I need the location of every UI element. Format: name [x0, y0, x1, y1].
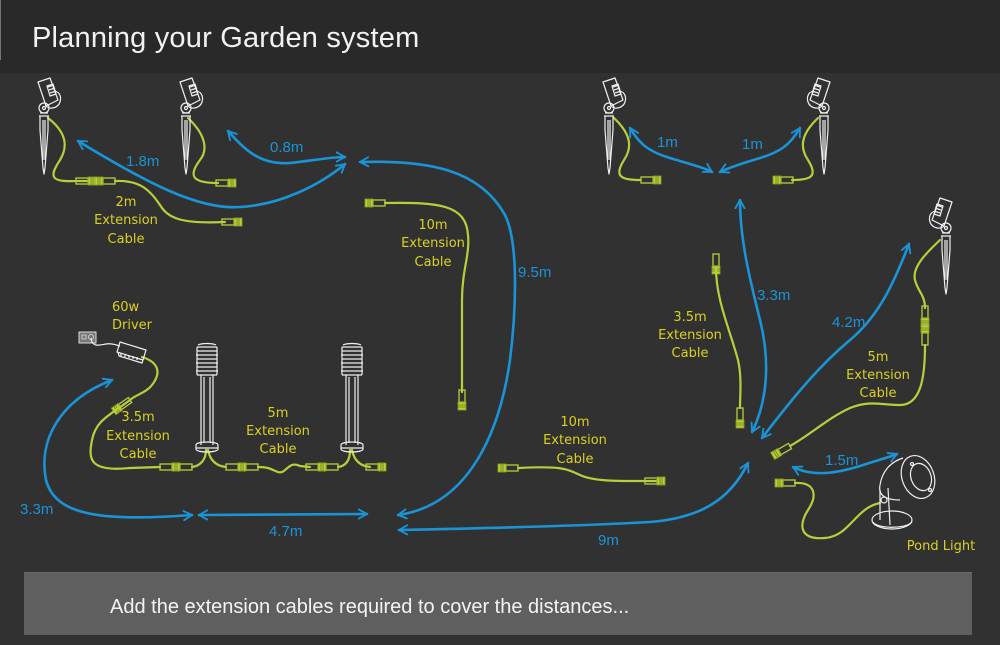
distance-label: 4.2m — [832, 314, 865, 331]
distance-arrow-1.5m — [791, 452, 899, 476]
cable-label-3.5m-left: 3.5m Extension Cable — [106, 410, 170, 462]
page-title: Planning your Garden system — [32, 22, 420, 54]
cable-5m-extension-right — [788, 343, 927, 448]
connector-icon — [497, 463, 519, 473]
cables-layer — [46, 116, 942, 540]
driver-transformer-icon — [116, 341, 147, 364]
connector-icon — [364, 198, 386, 208]
cable-10m-extension-a — [383, 201, 470, 394]
cable-length: 5m — [868, 350, 889, 365]
connector-icon — [640, 175, 662, 185]
cable-label-2m: 2m Extension Cable — [94, 195, 158, 247]
cable-type: Extension — [94, 213, 158, 228]
distance-label: 4.7m — [269, 523, 302, 540]
distance-arrows-layer — [43, 126, 912, 536]
cable-length: 3.5m — [673, 310, 706, 325]
distance-arrow-3.3m-left — [43, 377, 194, 522]
header-edge — [0, 0, 1, 60]
bollard-light-icon — [340, 342, 364, 453]
fixtures-layer — [37, 77, 953, 530]
instruction-banner: Add the extension cables required to cov… — [24, 572, 972, 635]
connector-icon — [774, 478, 796, 488]
cable-length: 2m — [116, 195, 137, 210]
cable-type: Extension — [246, 424, 310, 439]
distance-label: 9.5m — [518, 264, 551, 281]
connector-icon — [171, 462, 193, 472]
cable-type: Cable — [860, 386, 897, 401]
cable-label-5m-right: 5m Extension Cable — [846, 350, 910, 401]
cable-10m-extension-b — [516, 466, 661, 483]
distance-labels: 1.8m 0.8m 9.5m 1m 1m 3.3m 4.2m 1.5m 3.3m… — [20, 134, 865, 549]
cable-length: 10m — [418, 218, 447, 233]
distance-arrow-1.8m — [76, 139, 347, 209]
distance-arrow-9.5m — [358, 156, 517, 520]
distance-arrow-1m-left — [628, 126, 714, 174]
instruction-text: Add the extension cables required to cov… — [110, 596, 630, 618]
cable-length: 10m — [560, 415, 589, 430]
distance-arrow-0.8m — [226, 129, 347, 165]
distance-label: 1.5m — [825, 452, 858, 469]
cable-type: Extension — [543, 433, 607, 448]
connector-icon — [772, 175, 794, 185]
driver-name: Driver — [112, 318, 153, 333]
cable-type: Cable — [108, 232, 145, 247]
cable-type: Cable — [260, 442, 297, 457]
cable-5m-extension-bollards — [256, 463, 312, 474]
cable-type: Extension — [658, 328, 722, 343]
cable-length: 5m — [268, 406, 289, 421]
cable-spike-right — [913, 238, 942, 310]
cable-type: Cable — [557, 452, 594, 467]
cable-bollard1-out — [206, 448, 228, 469]
distance-label: 3.3m — [20, 501, 53, 518]
driver-wattage: 60w — [112, 300, 140, 315]
cable-spike2 — [186, 116, 220, 185]
distance-label: 1.8m — [126, 153, 159, 170]
cable-type: Cable — [120, 447, 157, 462]
bollard-light-icon — [195, 342, 219, 453]
distance-label: 1m — [657, 134, 678, 151]
cable-bollard2-in — [336, 448, 352, 469]
cable-pond-light — [793, 481, 882, 540]
cable-2m-extension — [113, 179, 227, 224]
cable-spike1 — [46, 116, 94, 183]
cable-type: Cable — [672, 346, 709, 361]
distance-label: 1m — [742, 136, 763, 153]
cable-label-10m-bottom: 10m Extension Cable — [543, 415, 607, 467]
cable-type: Extension — [401, 236, 465, 251]
cable-label-3.5m-right: 3.5m Extension Cable — [658, 310, 722, 361]
distance-arrow-4.2m — [760, 242, 912, 440]
connector-icon — [237, 462, 259, 472]
distance-arrow-4.7m — [197, 508, 369, 521]
distance-label: 3.3m — [757, 287, 790, 304]
pond-light-label: Pond Light — [907, 539, 975, 554]
cable-type: Extension — [106, 429, 170, 444]
cable-type: Cable — [415, 255, 452, 270]
cable-labels: 2m Extension Cable 10m Extension Cable 3… — [94, 195, 975, 554]
distance-arrow-1m-right — [718, 126, 802, 174]
cable-length: 3.5m — [121, 410, 154, 425]
cable-label-5m-bollards: 5m Extension Cable — [246, 406, 310, 457]
cable-spike-tr2 — [790, 116, 820, 182]
distance-arrow-3.3m-right — [734, 198, 768, 434]
cable-bollard1-in — [190, 448, 208, 469]
connector-icon — [735, 407, 745, 429]
cable-label-10m-top: 10m Extension Cable — [401, 218, 465, 270]
cable-driver — [128, 355, 159, 402]
distance-label: 9m — [598, 532, 619, 549]
distance-arrow-9m — [397, 461, 750, 536]
power-socket-icon — [78, 331, 97, 344]
connector-icon — [317, 462, 339, 472]
header-bar: Planning your Garden system — [0, 0, 1000, 73]
driver-input-wire — [90, 337, 121, 347]
pond-light-icon — [871, 455, 936, 530]
connector-icon — [94, 176, 116, 186]
driver-label: 60w Driver — [112, 300, 153, 333]
connector-icon — [920, 324, 930, 346]
connector-icon — [770, 441, 793, 461]
distance-label: 0.8m — [270, 139, 303, 156]
cable-spike-tr1 — [612, 116, 642, 182]
cable-type: Extension — [846, 368, 910, 383]
